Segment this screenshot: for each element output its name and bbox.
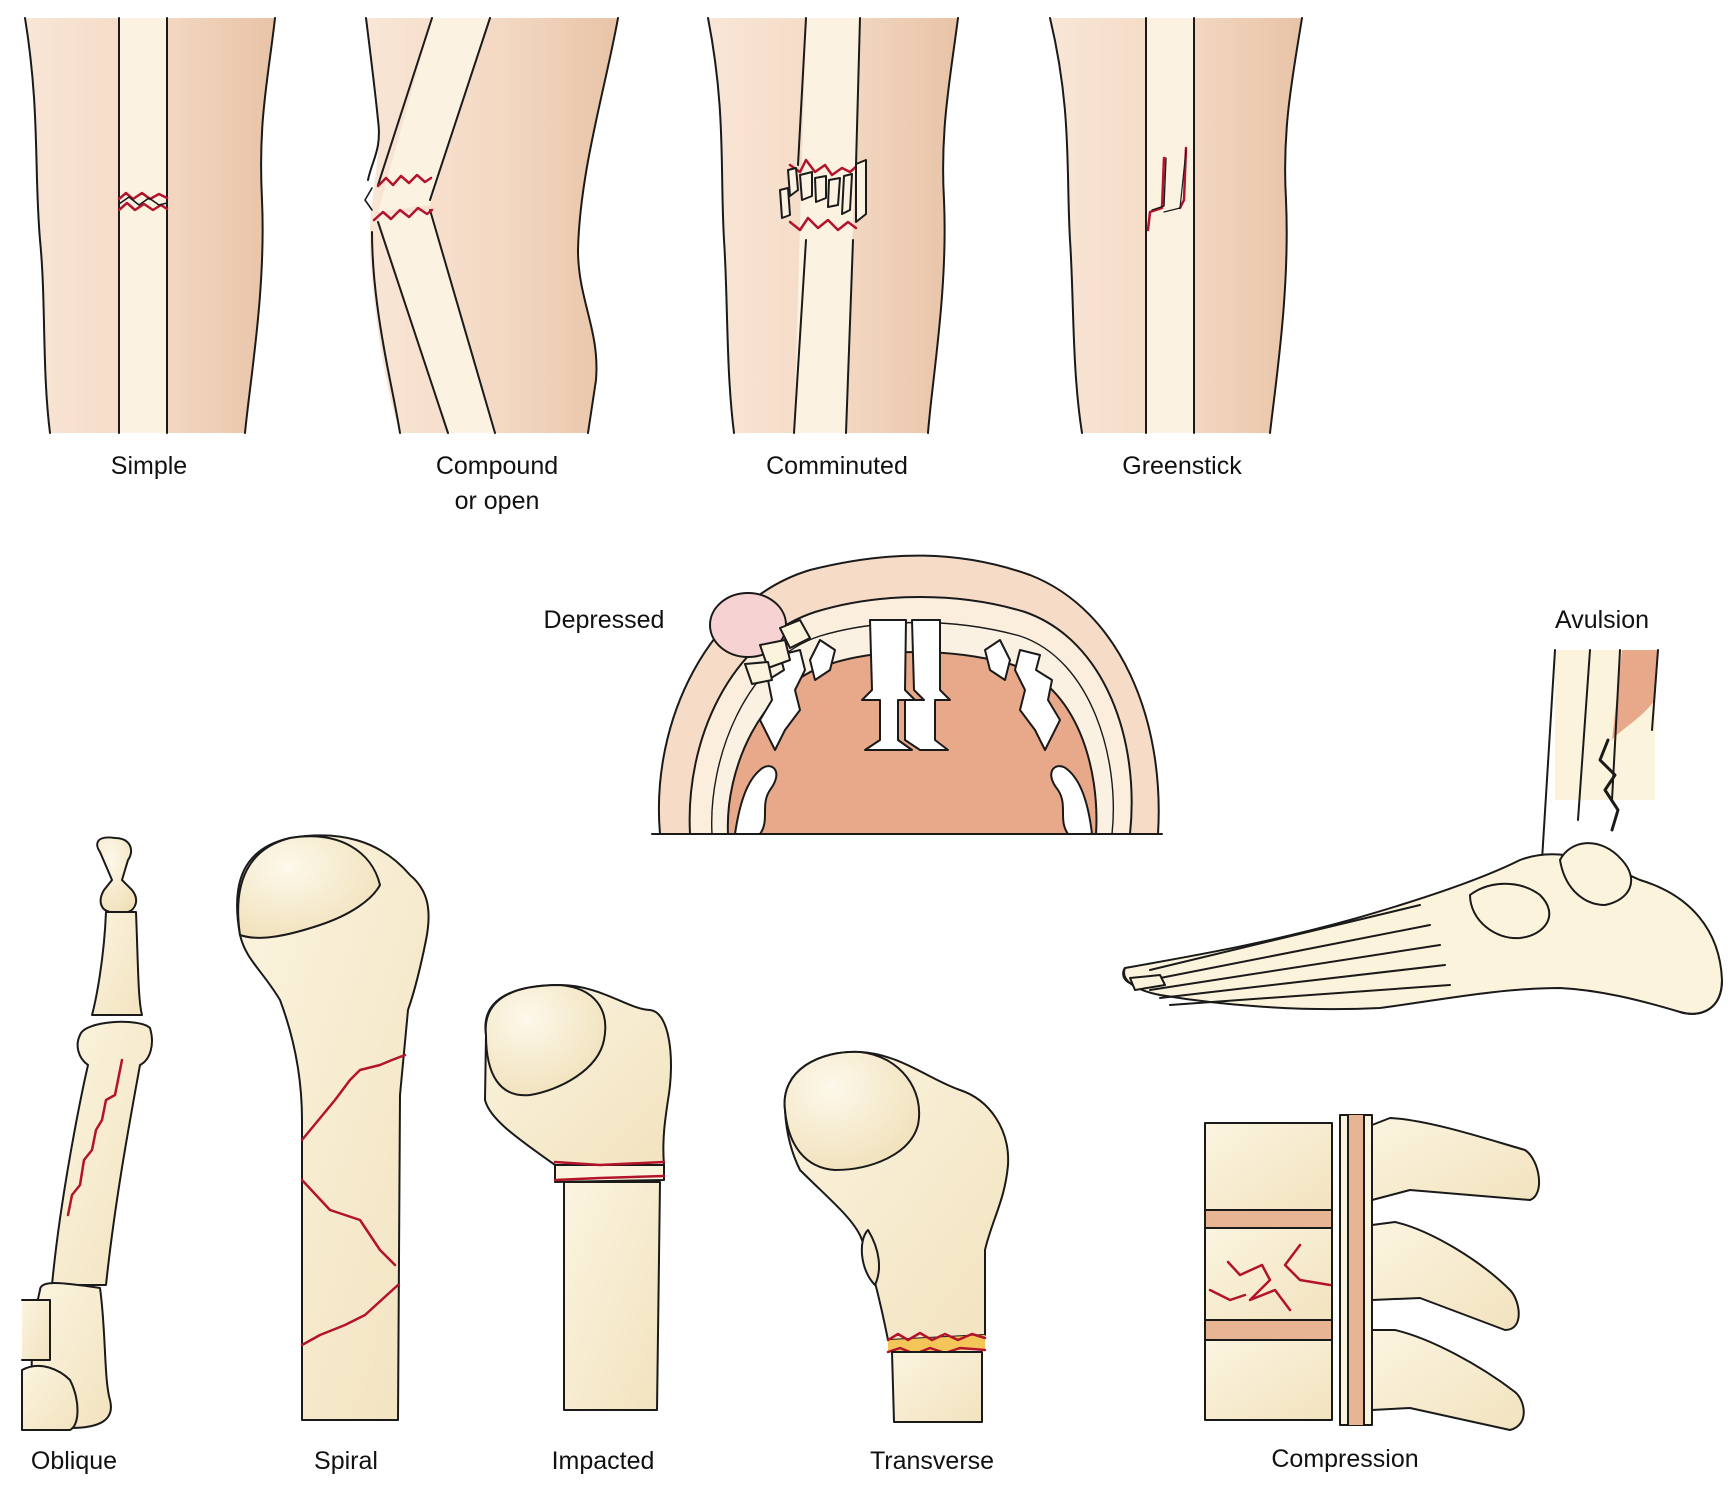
impacted-fracture-illustration (484, 984, 672, 1411)
spiral-fracture-illustration (236, 834, 430, 1421)
label-simple: Simple (110, 452, 188, 480)
label-impacted: Impacted (551, 1447, 655, 1475)
compression-fracture-illustration (1204, 1114, 1541, 1431)
transverse-fracture-illustration (783, 1050, 1010, 1423)
avulsion-fracture-illustration (1122, 649, 1723, 1015)
label-oblique: Oblique (30, 1447, 118, 1475)
label-compound-line2: or open (454, 487, 540, 515)
label-compound-line1: Compound (435, 452, 559, 480)
label-avulsion: Avulsion (1554, 606, 1650, 634)
simple-fracture-illustration (24, 17, 276, 434)
label-spiral: Spiral (314, 1447, 378, 1475)
oblique-fracture-illustration (21, 836, 153, 1431)
label-greenstick: Greenstick (1122, 452, 1242, 480)
label-depressed: Depressed (543, 606, 665, 634)
label-comminuted: Comminuted (766, 452, 908, 480)
greenstick-fracture-illustration (1049, 17, 1303, 434)
depressed-fracture-illustration (651, 554, 1163, 835)
comminuted-fracture-illustration (707, 17, 959, 434)
label-transverse: Transverse (869, 1447, 995, 1475)
label-compression: Compression (1271, 1445, 1419, 1473)
compound-fracture-illustration (364, 17, 619, 434)
